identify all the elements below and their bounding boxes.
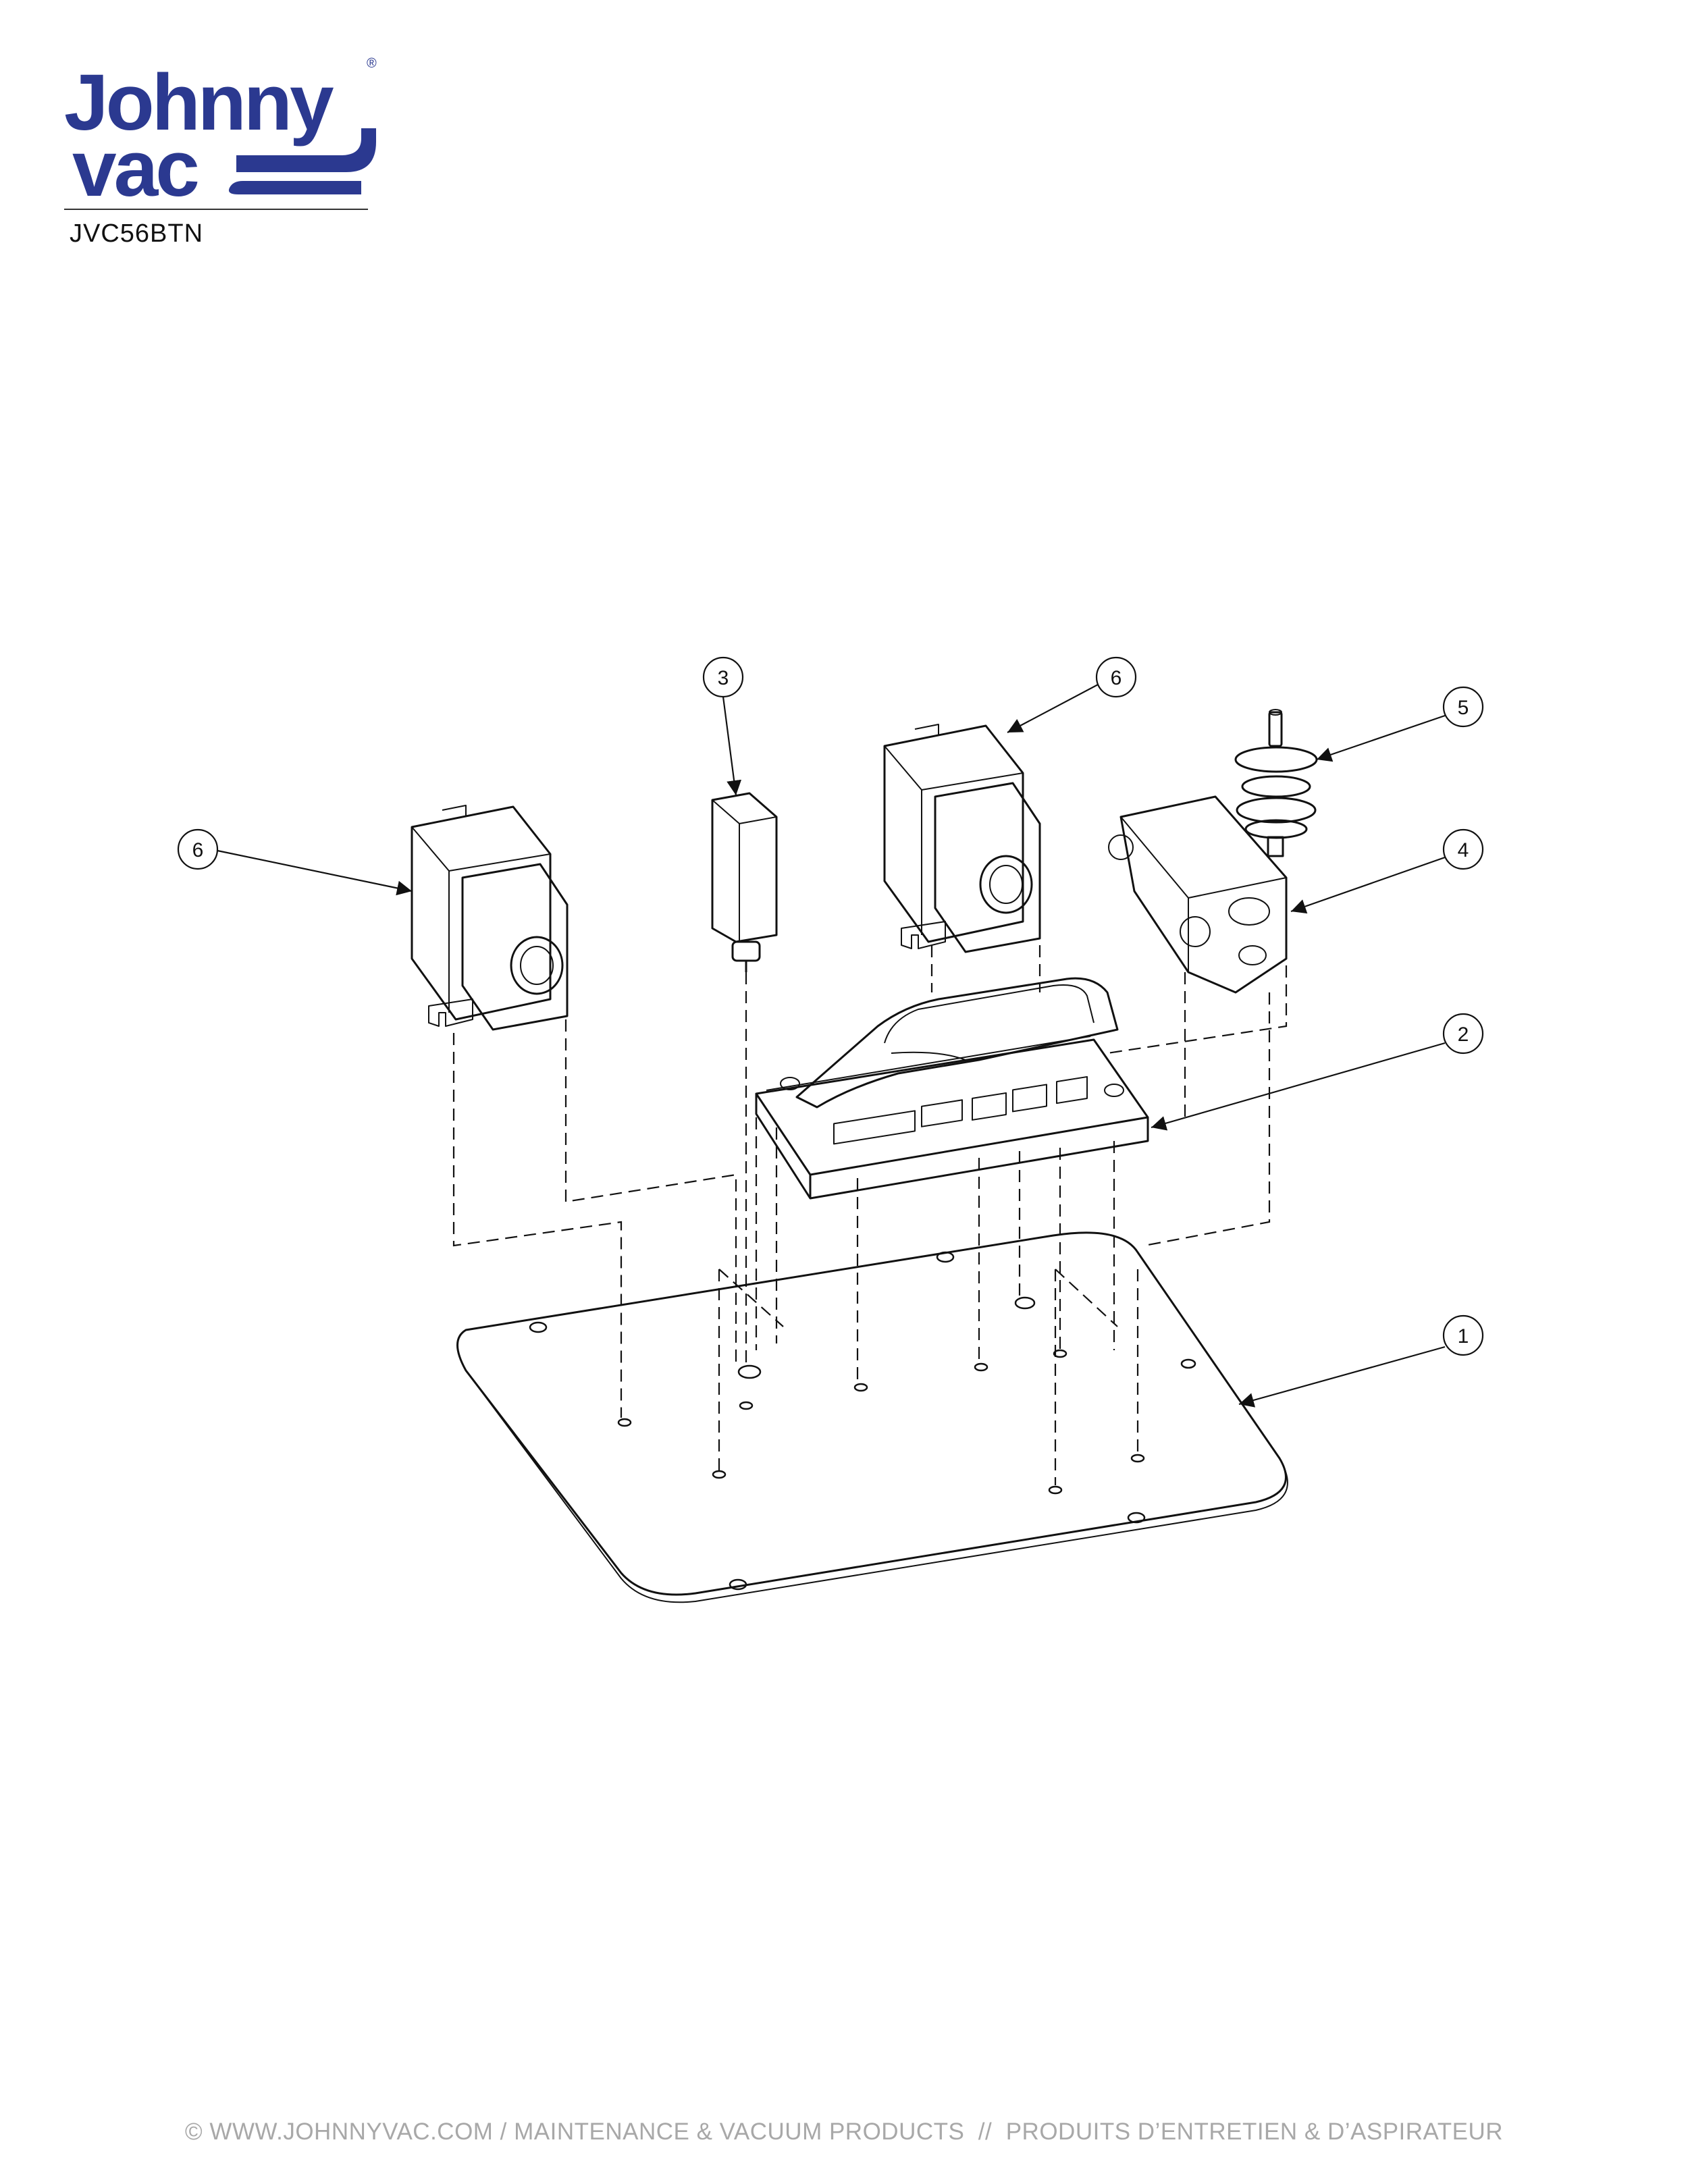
transformer-right [883,724,1041,953]
callout-6-left: 6 [177,828,219,870]
callout-1: 1 [1442,1314,1484,1356]
circuit-board [755,977,1149,1200]
callout-6-right: 6 [1095,656,1137,698]
johnny-vac-logo: Johnny vac ® [64,56,377,213]
leader-lines [217,683,1446,1408]
svg-text:6: 6 [192,839,204,861]
svg-text:2: 2 [1458,1023,1469,1046]
svg-text:3: 3 [718,667,729,689]
assembly-lines [452,945,1288,1485]
transformer-left [411,805,569,1031]
callout-2: 2 [1442,1013,1484,1055]
svg-text:1: 1 [1458,1325,1469,1348]
callouts: 6 3 6 5 4 2 1 [177,656,1484,1356]
logo-line2: vac [72,124,198,213]
logo-line1: Johnny [64,58,334,147]
logo-swoosh [236,128,376,172]
callout-4: 4 [1442,828,1484,870]
relay-component [711,792,778,972]
model-number: JVC56BTN [70,219,204,248]
switch-housing [1108,795,1288,994]
logo-underline-swoosh [228,181,361,194]
footer-copyright: © WWW.JOHNNYVAC.COM / MAINTENANCE & VACU… [184,2119,1504,2145]
callout-5: 5 [1442,686,1484,728]
svg-text:6: 6 [1111,667,1122,689]
svg-text:4: 4 [1458,839,1469,861]
callout-3: 3 [702,656,744,698]
svg-text:5: 5 [1458,697,1469,719]
registered-mark: ® [367,56,377,71]
base-plate [456,1231,1288,1603]
